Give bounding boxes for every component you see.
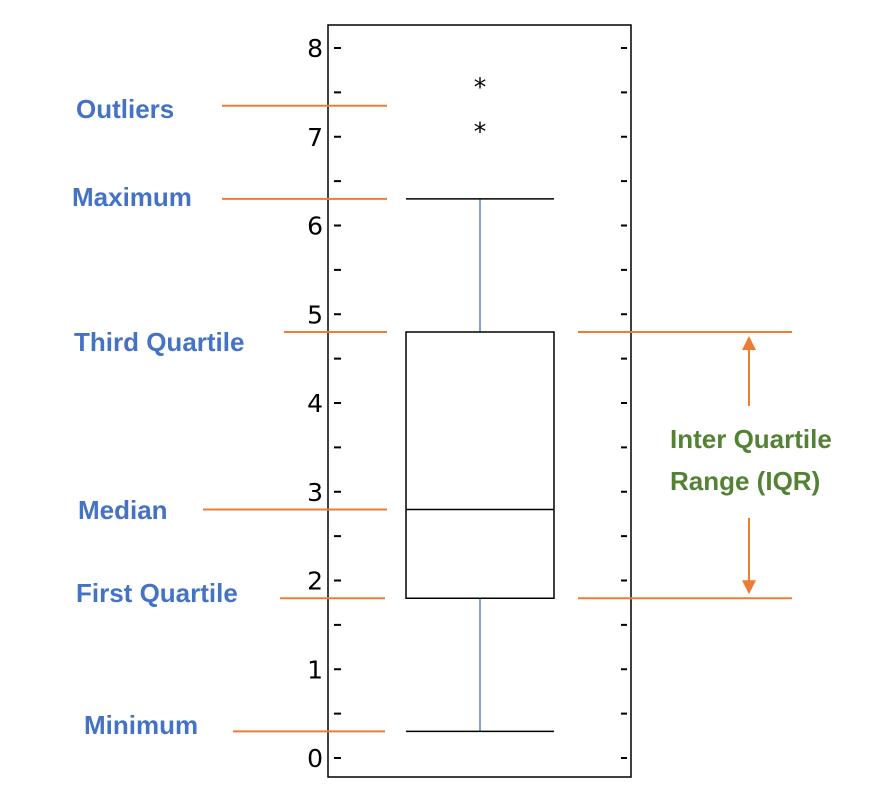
iqr-label-line2: Range (IQR) — [670, 466, 820, 496]
iqr-box — [405, 331, 555, 599]
y-axis: 0 1 2 3 4 5 6 7 8 — [307, 34, 627, 773]
y-tick-label: 8 — [307, 34, 323, 63]
iqr-arrow-lower-head — [742, 580, 756, 595]
iqr-arrows — [742, 336, 756, 595]
outlier-point: * — [474, 117, 487, 146]
minimum-label: Minimum — [84, 710, 198, 740]
plot-frame — [327, 24, 632, 778]
first-quartile-label: First Quartile — [76, 578, 238, 608]
third-quartile-label: Third Quartile — [74, 327, 244, 357]
y-tick-label: 0 — [307, 744, 323, 773]
y-tick-label: 5 — [307, 300, 323, 329]
iqr-arrow-upper-head — [742, 336, 756, 350]
y-tick-label: 3 — [307, 478, 323, 507]
annotation-pointers — [203, 104, 792, 733]
y-tick-label: 7 — [307, 123, 323, 152]
maximum-label: Maximum — [72, 182, 192, 212]
box-plot: ** — [405, 73, 555, 733]
y-tick-label: 4 — [307, 389, 323, 418]
y-tick-label: 6 — [307, 212, 323, 241]
y-tick-label: 1 — [307, 655, 323, 684]
y-tick-label: 2 — [307, 567, 323, 596]
outliers-label: Outliers — [76, 94, 174, 124]
median-label: Median — [78, 495, 168, 525]
outlier-point: * — [474, 73, 487, 102]
iqr-label-line1: Inter Quartile — [670, 424, 832, 454]
